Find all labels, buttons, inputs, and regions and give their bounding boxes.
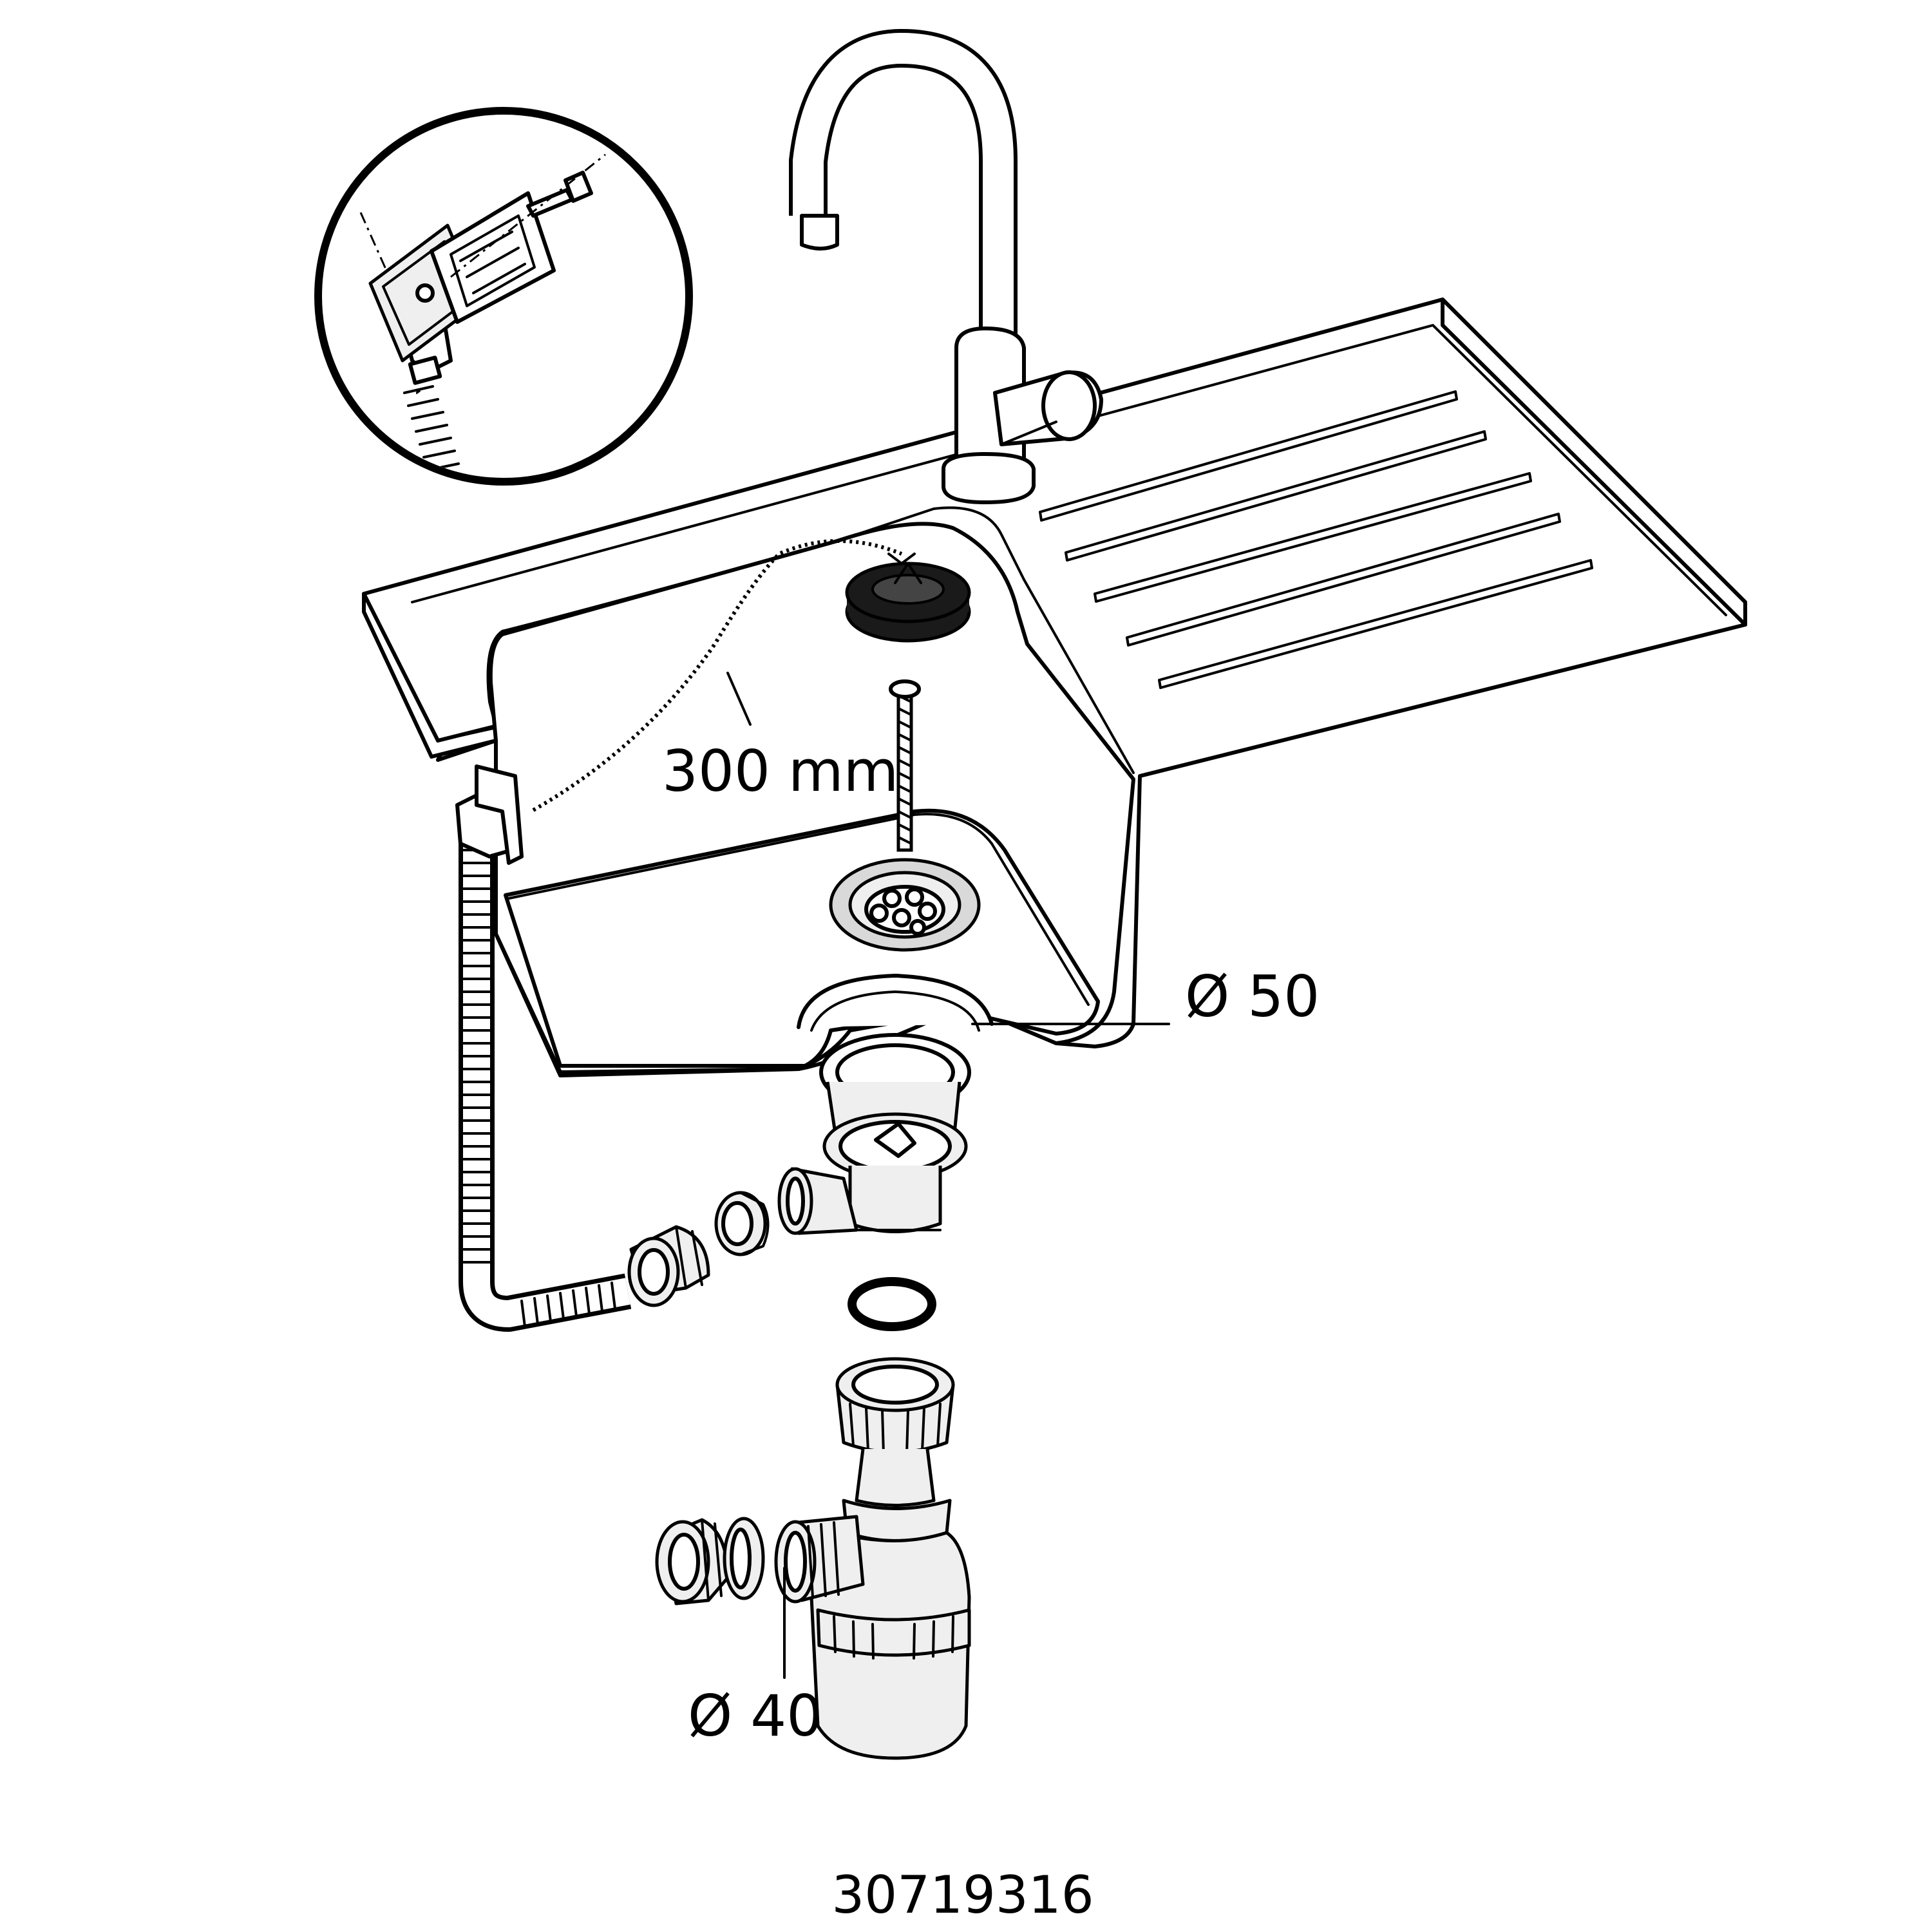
rubber-plug [845,562,971,643]
outlet-diameter-label: Ø 40 [688,1683,822,1749]
ball-chain [532,539,903,812]
plug-and-chain [532,539,971,852]
inset-hose-ribs [403,385,464,478]
product-code: 30719316 [831,1865,1094,1925]
waste-body [777,1033,971,1235]
waste-bolt [889,679,921,852]
bottle-trap [774,1357,971,1760]
hose-washer [714,1191,770,1256]
overflow-detail-inset [314,107,693,486]
outlet-washer [723,1517,765,1600]
chain-length-label: 300 mm [662,738,898,804]
o-ring [848,1277,936,1331]
strainer [829,858,981,952]
overflow-hose [455,764,632,1332]
hose-nut [627,1225,710,1307]
drainboard-grooves [1039,390,1593,689]
kitchen-faucet [789,28,1103,504]
outlet-nut [655,1518,730,1605]
waste-diameter-label: Ø 50 [1185,963,1320,1030]
drain-opening [797,974,1170,1032]
